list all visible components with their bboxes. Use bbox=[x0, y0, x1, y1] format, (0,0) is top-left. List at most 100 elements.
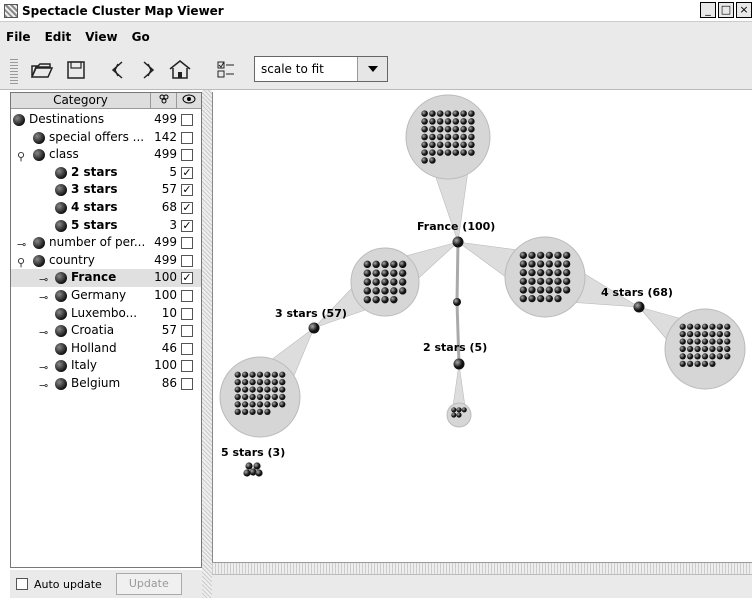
chevron-down-icon[interactable] bbox=[357, 57, 387, 81]
row-checkbox[interactable] bbox=[181, 131, 193, 144]
scale-dropdown[interactable]: scale to fit bbox=[254, 56, 388, 82]
row-count: 499 bbox=[154, 252, 177, 267]
list-options-icon[interactable] bbox=[214, 58, 238, 82]
home-icon[interactable] bbox=[168, 58, 192, 82]
object-ball bbox=[242, 393, 249, 401]
object-ball bbox=[436, 149, 444, 156]
object-ball bbox=[554, 251, 562, 259]
save-icon[interactable] bbox=[64, 58, 88, 82]
close-button[interactable]: × bbox=[736, 2, 752, 18]
row-checkbox[interactable] bbox=[181, 342, 193, 355]
cluster-map[interactable]: France (100) 3 stars (57) 4 stars (68) 2… bbox=[212, 92, 752, 562]
row-checkbox[interactable]: ✓ bbox=[181, 183, 193, 197]
toolbar-grip[interactable] bbox=[10, 58, 18, 84]
tree-row[interactable]: ⚲ country 499 bbox=[11, 252, 201, 270]
object-ball bbox=[452, 141, 460, 149]
row-checkbox[interactable]: ✓ bbox=[181, 165, 193, 179]
row-checkbox[interactable] bbox=[181, 290, 193, 302]
object-ball bbox=[421, 141, 428, 149]
expand-pin-icon[interactable]: ⚲ bbox=[17, 150, 26, 164]
object-ball bbox=[271, 371, 278, 378]
row-checkbox[interactable]: ✓ bbox=[181, 201, 193, 214]
row-checkbox[interactable] bbox=[181, 114, 193, 126]
category-ball-icon bbox=[55, 325, 67, 338]
cluster-column-icon[interactable] bbox=[151, 93, 177, 108]
expand-handle-icon[interactable]: ⊸ bbox=[39, 326, 49, 340]
row-label: class bbox=[49, 147, 79, 162]
update-button[interactable]: Update bbox=[115, 573, 182, 595]
row-checkbox[interactable] bbox=[181, 378, 193, 390]
row-checkbox[interactable] bbox=[181, 360, 193, 373]
object-ball bbox=[444, 110, 452, 117]
object-ball bbox=[452, 118, 460, 125]
open-folder-icon[interactable] bbox=[30, 58, 54, 82]
menu-view[interactable]: View bbox=[85, 30, 118, 44]
row-checkbox[interactable]: ✓ bbox=[181, 218, 193, 232]
row-checkbox[interactable]: ✓ bbox=[181, 271, 193, 285]
expand-handle-icon[interactable]: ⊸ bbox=[39, 361, 49, 375]
maximize-button[interactable]: □ bbox=[718, 2, 734, 18]
five-stars-label: 5 stars (3) bbox=[221, 446, 285, 459]
four-stars-label: 4 stars (68) bbox=[601, 286, 673, 299]
object-ball bbox=[256, 379, 264, 386]
object-ball bbox=[363, 278, 372, 286]
object-ball bbox=[679, 323, 686, 330]
object-ball bbox=[245, 462, 253, 470]
object-ball bbox=[545, 286, 553, 294]
object-ball bbox=[279, 393, 286, 401]
tree-row[interactable]: special offers ...142 bbox=[11, 129, 201, 147]
row-checkbox[interactable] bbox=[181, 149, 193, 162]
object-ball bbox=[468, 125, 475, 133]
auto-update-checkbox[interactable] bbox=[16, 578, 28, 590]
object-ball bbox=[528, 286, 536, 294]
row-checkbox[interactable] bbox=[181, 325, 193, 338]
category-column-header[interactable]: Category bbox=[11, 93, 151, 108]
row-checkbox[interactable] bbox=[181, 237, 193, 250]
back-icon[interactable] bbox=[106, 58, 130, 82]
row-checkbox[interactable] bbox=[181, 307, 193, 320]
expand-handle-icon[interactable]: ⊸ bbox=[39, 273, 49, 287]
menu-file[interactable]: File bbox=[6, 30, 31, 44]
horizontal-scrollbar[interactable] bbox=[212, 562, 752, 574]
visibility-column-icon[interactable] bbox=[177, 93, 201, 108]
object-ball bbox=[421, 118, 428, 125]
row-count: 57 bbox=[161, 323, 177, 338]
object-ball bbox=[372, 269, 380, 277]
split-pane-divider[interactable] bbox=[202, 90, 212, 598]
row-count: 100 bbox=[154, 270, 177, 285]
expand-pin-icon[interactable]: ⚲ bbox=[17, 255, 26, 269]
tree-row[interactable]: Luxembo...10 bbox=[11, 305, 201, 323]
menu-go[interactable]: Go bbox=[131, 30, 150, 44]
expand-handle-icon[interactable]: ⊸ bbox=[39, 379, 49, 392]
window-title: Spectacle Cluster Map Viewer bbox=[22, 3, 224, 18]
category-ball-icon bbox=[55, 202, 67, 214]
object-ball bbox=[243, 469, 251, 477]
tree-row[interactable]: ⊸number of per...499 bbox=[11, 234, 201, 252]
object-ball bbox=[709, 338, 716, 345]
minimize-button[interactable]: _ bbox=[700, 2, 716, 18]
row-count: 68 bbox=[161, 200, 177, 214]
row-label: country bbox=[49, 252, 95, 267]
object-ball bbox=[701, 331, 709, 338]
expand-handle-icon[interactable]: ⊸ bbox=[17, 238, 27, 252]
row-count: 5 bbox=[169, 164, 177, 179]
row-checkbox[interactable] bbox=[181, 254, 193, 267]
expand-handle-icon[interactable]: ⊸ bbox=[39, 291, 49, 304]
object-ball bbox=[537, 277, 545, 285]
object-ball bbox=[279, 379, 286, 386]
menu-edit[interactable]: Edit bbox=[44, 30, 72, 44]
forward-icon[interactable] bbox=[136, 58, 160, 82]
